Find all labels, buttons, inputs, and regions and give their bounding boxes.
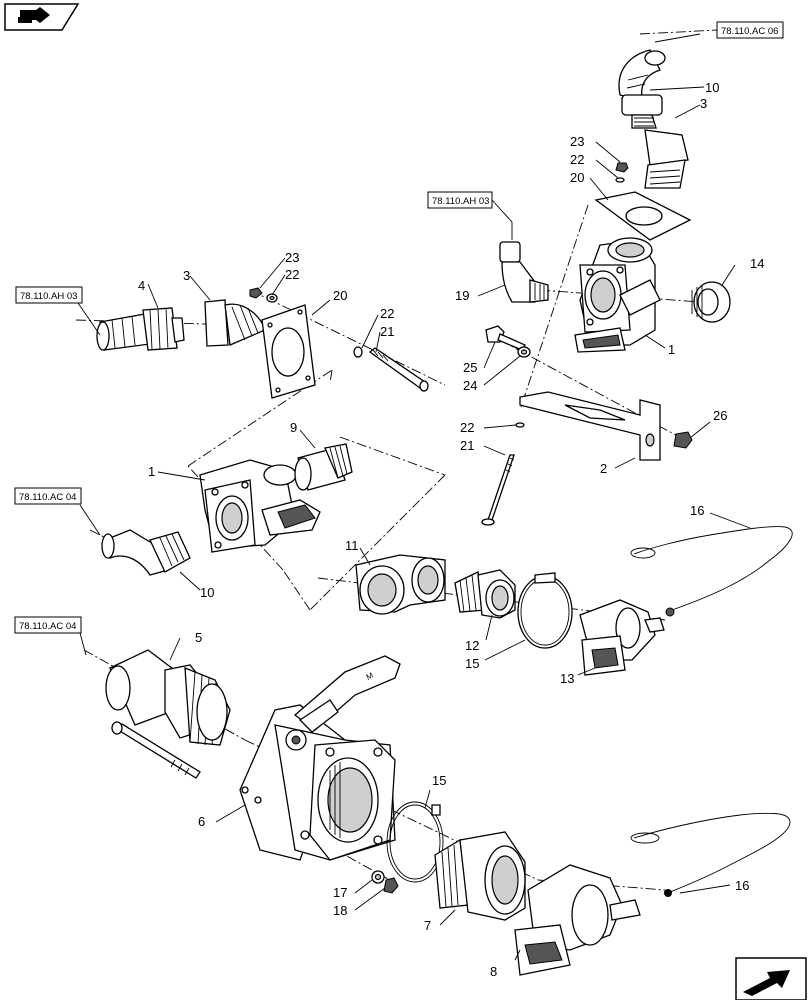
part-washer-22-left [266, 293, 278, 303]
part-reducer-top [644, 129, 689, 189]
part-washer-22-right [515, 422, 525, 428]
callout-2: 2 [600, 461, 607, 476]
part-hose-barb-4 [96, 307, 185, 351]
part-elbow-10-left [101, 529, 191, 576]
ref-box-ac04-mid[interactable]: 78.110.AC 04 [14, 487, 82, 505]
part-reducer-3-left [204, 299, 266, 347]
part-adapter-5 [105, 649, 231, 746]
ref-ah03-right-label: 78.110.AH 03 [432, 196, 489, 207]
callout-6: 6 [198, 814, 205, 829]
part-elbow-19 [499, 241, 549, 303]
callout-24: 24 [463, 378, 477, 393]
part-cable-16-lower [630, 812, 791, 897]
part-plug-14 [691, 281, 731, 323]
callout-numbers: 10 3 23 22 20 14 19 1 25 24 26 22 21 2 4… [138, 80, 764, 979]
callout-22-right-bottom: 22 [460, 420, 474, 435]
part-cap-8 [514, 864, 641, 976]
callout-26: 26 [713, 408, 727, 423]
callout-15-upper: 15 [465, 656, 479, 671]
ref-ac04-low-label: 78.110.AC 04 [19, 621, 76, 632]
ref-ac06-label: 78.110.AC 06 [721, 26, 778, 37]
part-ball-valve-6: M [239, 655, 401, 861]
callout-21-left: 21 [380, 324, 394, 339]
part-washer-17 [371, 870, 385, 884]
part-washer-22-mid [353, 346, 363, 358]
callout-20-right: 20 [570, 170, 584, 185]
callout-5: 5 [195, 630, 202, 645]
part-nut-23-right [615, 162, 629, 183]
previous-page-icon[interactable] [4, 3, 80, 31]
callout-9: 9 [290, 420, 297, 435]
callout-3-left: 3 [183, 268, 190, 283]
part-elbow-11 [355, 554, 446, 615]
callout-4: 4 [138, 278, 145, 293]
ref-box-ah03-right[interactable]: 78.110.AH 03 [427, 191, 493, 209]
callout-18: 18 [333, 903, 347, 918]
callout-22-left-mid: 22 [380, 306, 394, 321]
ref-ac04-mid-label: 78.110.AC 04 [19, 492, 76, 503]
callout-7: 7 [424, 918, 431, 933]
part-bolt-21-right [481, 454, 515, 526]
part-nut-23-left [249, 287, 263, 299]
callout-3-top: 3 [700, 96, 707, 111]
callout-16-upper: 16 [690, 503, 704, 518]
callout-19: 19 [455, 288, 469, 303]
part-cable-16-upper [630, 526, 793, 617]
callout-17: 17 [333, 885, 347, 900]
callout-20-left: 20 [333, 288, 347, 303]
part-ring-15-upper [517, 572, 573, 649]
part-valve-body-left [199, 459, 321, 553]
part-bolt-21-left [368, 347, 429, 392]
callout-23-left: 23 [285, 250, 299, 265]
ref-box-ac06[interactable]: 78.110.AC 06 [716, 21, 784, 39]
part-valve-body-right [574, 237, 661, 353]
callout-1-left: 1 [148, 464, 155, 479]
callout-10-top: 10 [705, 80, 719, 95]
callout-22-left-top: 22 [285, 267, 299, 282]
callout-10-left: 10 [200, 585, 214, 600]
ref-box-ah03-left[interactable]: 78.110.AH 03 [15, 286, 83, 304]
callout-21-right: 21 [460, 438, 474, 453]
part-coupler-12 [454, 569, 516, 619]
part-bracket-2 [519, 391, 661, 461]
part-washer-24 [517, 346, 531, 358]
svg-text:M: M [365, 671, 375, 682]
next-page-icon[interactable] [735, 957, 807, 1000]
ref-box-ac04-low[interactable]: 78.110.AC 04 [14, 616, 82, 634]
callout-25: 25 [463, 360, 477, 375]
callout-15-lower: 15 [432, 773, 446, 788]
leader-lines [77, 33, 751, 961]
callout-12: 12 [465, 638, 479, 653]
part-adapter-7 [434, 831, 526, 921]
part-elbow-top [618, 49, 666, 129]
part-gasket-20-right [594, 191, 692, 241]
part-nipple-9 [294, 443, 353, 491]
callout-16-lower: 16 [735, 878, 749, 893]
part-bolt-25 [485, 325, 526, 351]
callout-23-right: 23 [570, 134, 584, 149]
callout-8: 8 [490, 964, 497, 979]
callout-13: 13 [560, 671, 574, 686]
part-nut-26 [673, 431, 693, 449]
callout-22-right-top: 22 [570, 152, 584, 167]
part-ring-15-lower [386, 801, 444, 883]
part-nut-18 [383, 877, 399, 894]
part-gasket-20-left [261, 304, 316, 399]
callout-14: 14 [750, 256, 764, 271]
part-long-bolt-lower [111, 721, 201, 779]
callout-1-right: 1 [668, 342, 675, 357]
callout-11: 11 [345, 538, 359, 553]
part-cap-13 [579, 599, 665, 676]
ref-ah03-left-label: 78.110.AH 03 [20, 291, 77, 302]
